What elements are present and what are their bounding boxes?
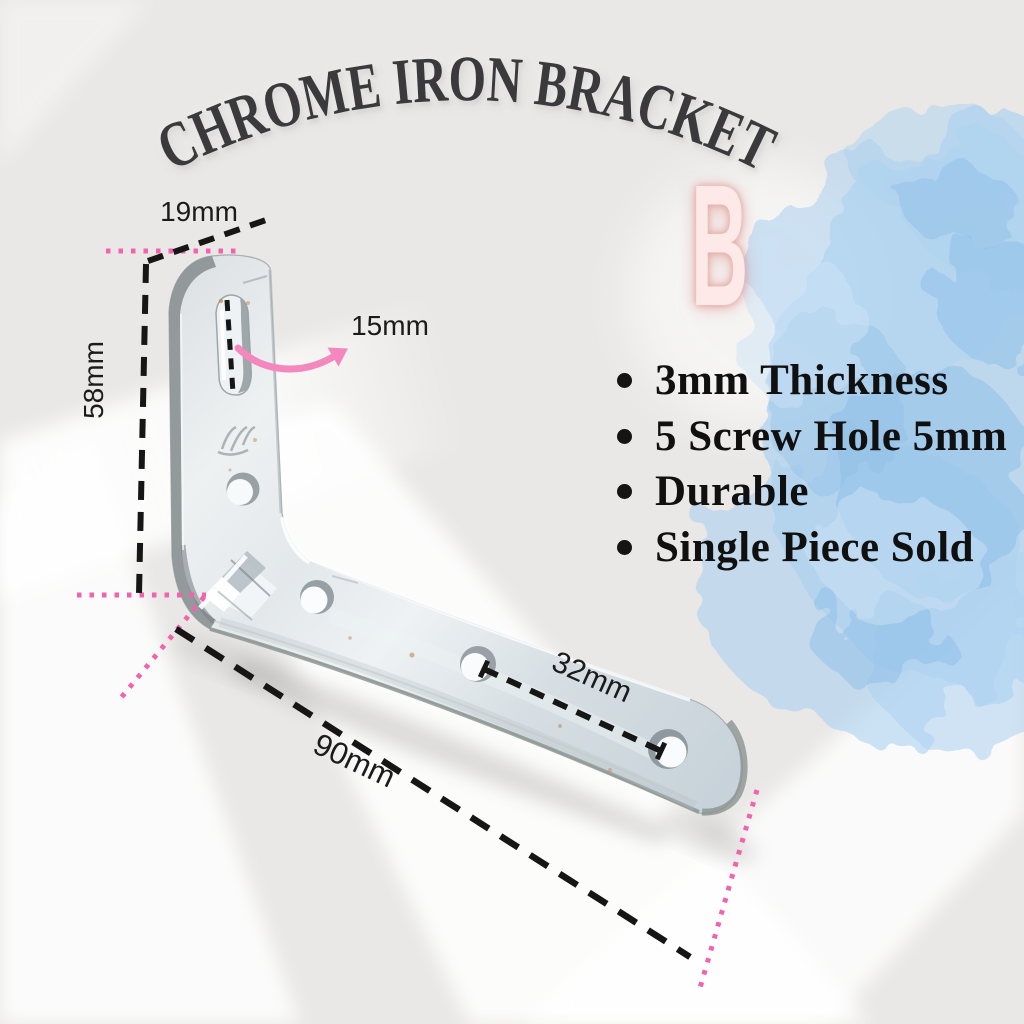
bullet-dot-icon	[617, 428, 632, 444]
light-beam	[0, 438, 300, 1024]
feature-text: 5 Screw Hole 5mm	[655, 412, 1008, 460]
title-arc-area: CHROME IRON BRACKET	[146, 43, 785, 185]
dim-label-19mm: 19mm	[160, 196, 238, 227]
feature-text: Single Piece Sold	[655, 524, 975, 572]
screw-hole	[300, 580, 334, 614]
dim-label-58mm: 58mm	[78, 341, 109, 419]
dim-line-58mm	[136, 263, 149, 595]
engraving-mark	[217, 425, 256, 456]
variant-badge-letter: B	[690, 148, 749, 342]
feature-item: Durable	[617, 464, 1007, 520]
feature-text: Durable	[655, 468, 809, 516]
slot-length-arrow-icon	[234, 344, 348, 373]
svg-text:CHROME IRON BRACKET: CHROME IRON BRACKET	[146, 43, 785, 185]
pink-guide-lines	[77, 248, 760, 989]
dim-line-32mm	[482, 666, 663, 754]
variant-badge: B	[691, 159, 748, 332]
bracket-slot	[215, 294, 252, 396]
feature-item: 3mm Thickness	[617, 353, 1007, 409]
screw-hole	[226, 472, 260, 506]
dim-line-slot	[224, 299, 236, 394]
feature-list: 3mm Thickness 5 Screw Hole 5mm Durable S…	[617, 353, 1007, 575]
bracket-end-rim	[701, 719, 748, 816]
bracket-side-face	[169, 256, 216, 629]
guide-line-corner-diagonal	[118, 595, 206, 701]
dim-label-15mm: 15mm	[351, 310, 429, 341]
bracket-photo	[168, 254, 748, 816]
dim-tick-32mm-right	[654, 741, 668, 761]
dim-line-19mm	[147, 217, 267, 264]
product-title: CHROME IRON BRACKET	[146, 43, 785, 185]
light-beam	[0, 0, 150, 165]
watercolor-splash	[700, 105, 1024, 750]
feature-text: 3mm Thickness	[655, 357, 949, 405]
screw-hole	[460, 646, 496, 682]
bullet-dot-icon	[617, 484, 632, 500]
feature-item: Single Piece Sold	[617, 520, 1007, 576]
guide-line-end-diagonal	[697, 789, 760, 989]
dim-tick-32mm-left	[477, 659, 491, 679]
feature-item: 5 Screw Hole 5mm	[617, 409, 1007, 465]
dimension-lines	[136, 217, 692, 960]
dim-line-90mm	[174, 626, 692, 960]
bullet-dot-icon	[617, 373, 632, 389]
bend-highlight	[198, 551, 277, 621]
bullet-dot-icon	[617, 540, 632, 556]
rust-specks	[218, 298, 612, 772]
bracket-shadow	[173, 634, 757, 863]
